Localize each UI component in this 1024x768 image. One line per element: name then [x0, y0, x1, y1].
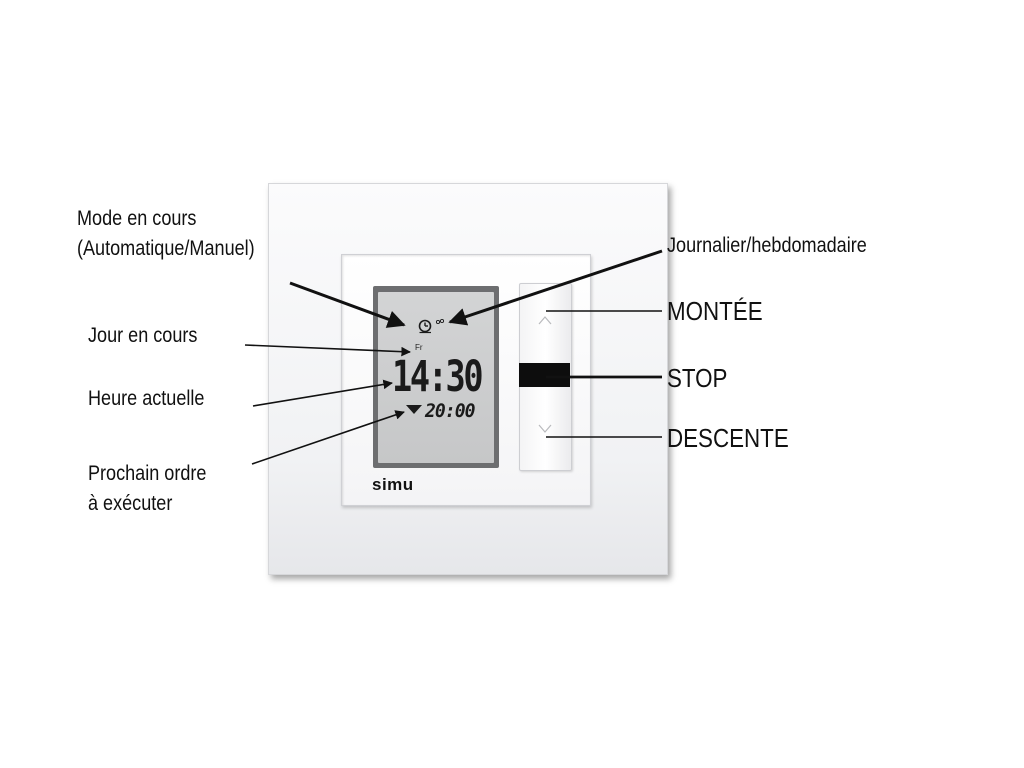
lcd-next-order-time: 20:00	[425, 400, 476, 422]
label-mode-line2: (Automatique/Manuel)	[77, 237, 255, 260]
label-heure: Heure actuelle	[88, 387, 205, 410]
lcd-day: Fr	[415, 343, 423, 352]
label-prochain-line2: à exécuter	[88, 492, 173, 515]
label-mode-line1: Mode en cours	[77, 207, 197, 230]
label-montee: MONTÉE	[667, 296, 763, 326]
chevron-up-icon[interactable]	[538, 315, 552, 325]
chevron-down-icon[interactable]	[538, 424, 552, 434]
clock-icon	[418, 318, 445, 334]
label-prochain: Prochain ordre à exécuter	[88, 459, 206, 519]
label-stop: STOP	[667, 363, 728, 393]
brand-logo: simu	[372, 475, 414, 494]
label-descente: DESCENTE	[667, 423, 789, 453]
stop-bar[interactable]	[519, 363, 570, 387]
label-jour: Jour en cours	[88, 324, 198, 347]
label-journalier: Journalier/hebdomadaire	[667, 234, 867, 257]
label-mode: Mode en cours (Automatique/Manuel)	[77, 204, 255, 264]
lcd-time: 14:30	[392, 352, 484, 402]
triangle-down-icon	[406, 405, 422, 414]
label-prochain-line1: Prochain ordre	[88, 462, 207, 485]
